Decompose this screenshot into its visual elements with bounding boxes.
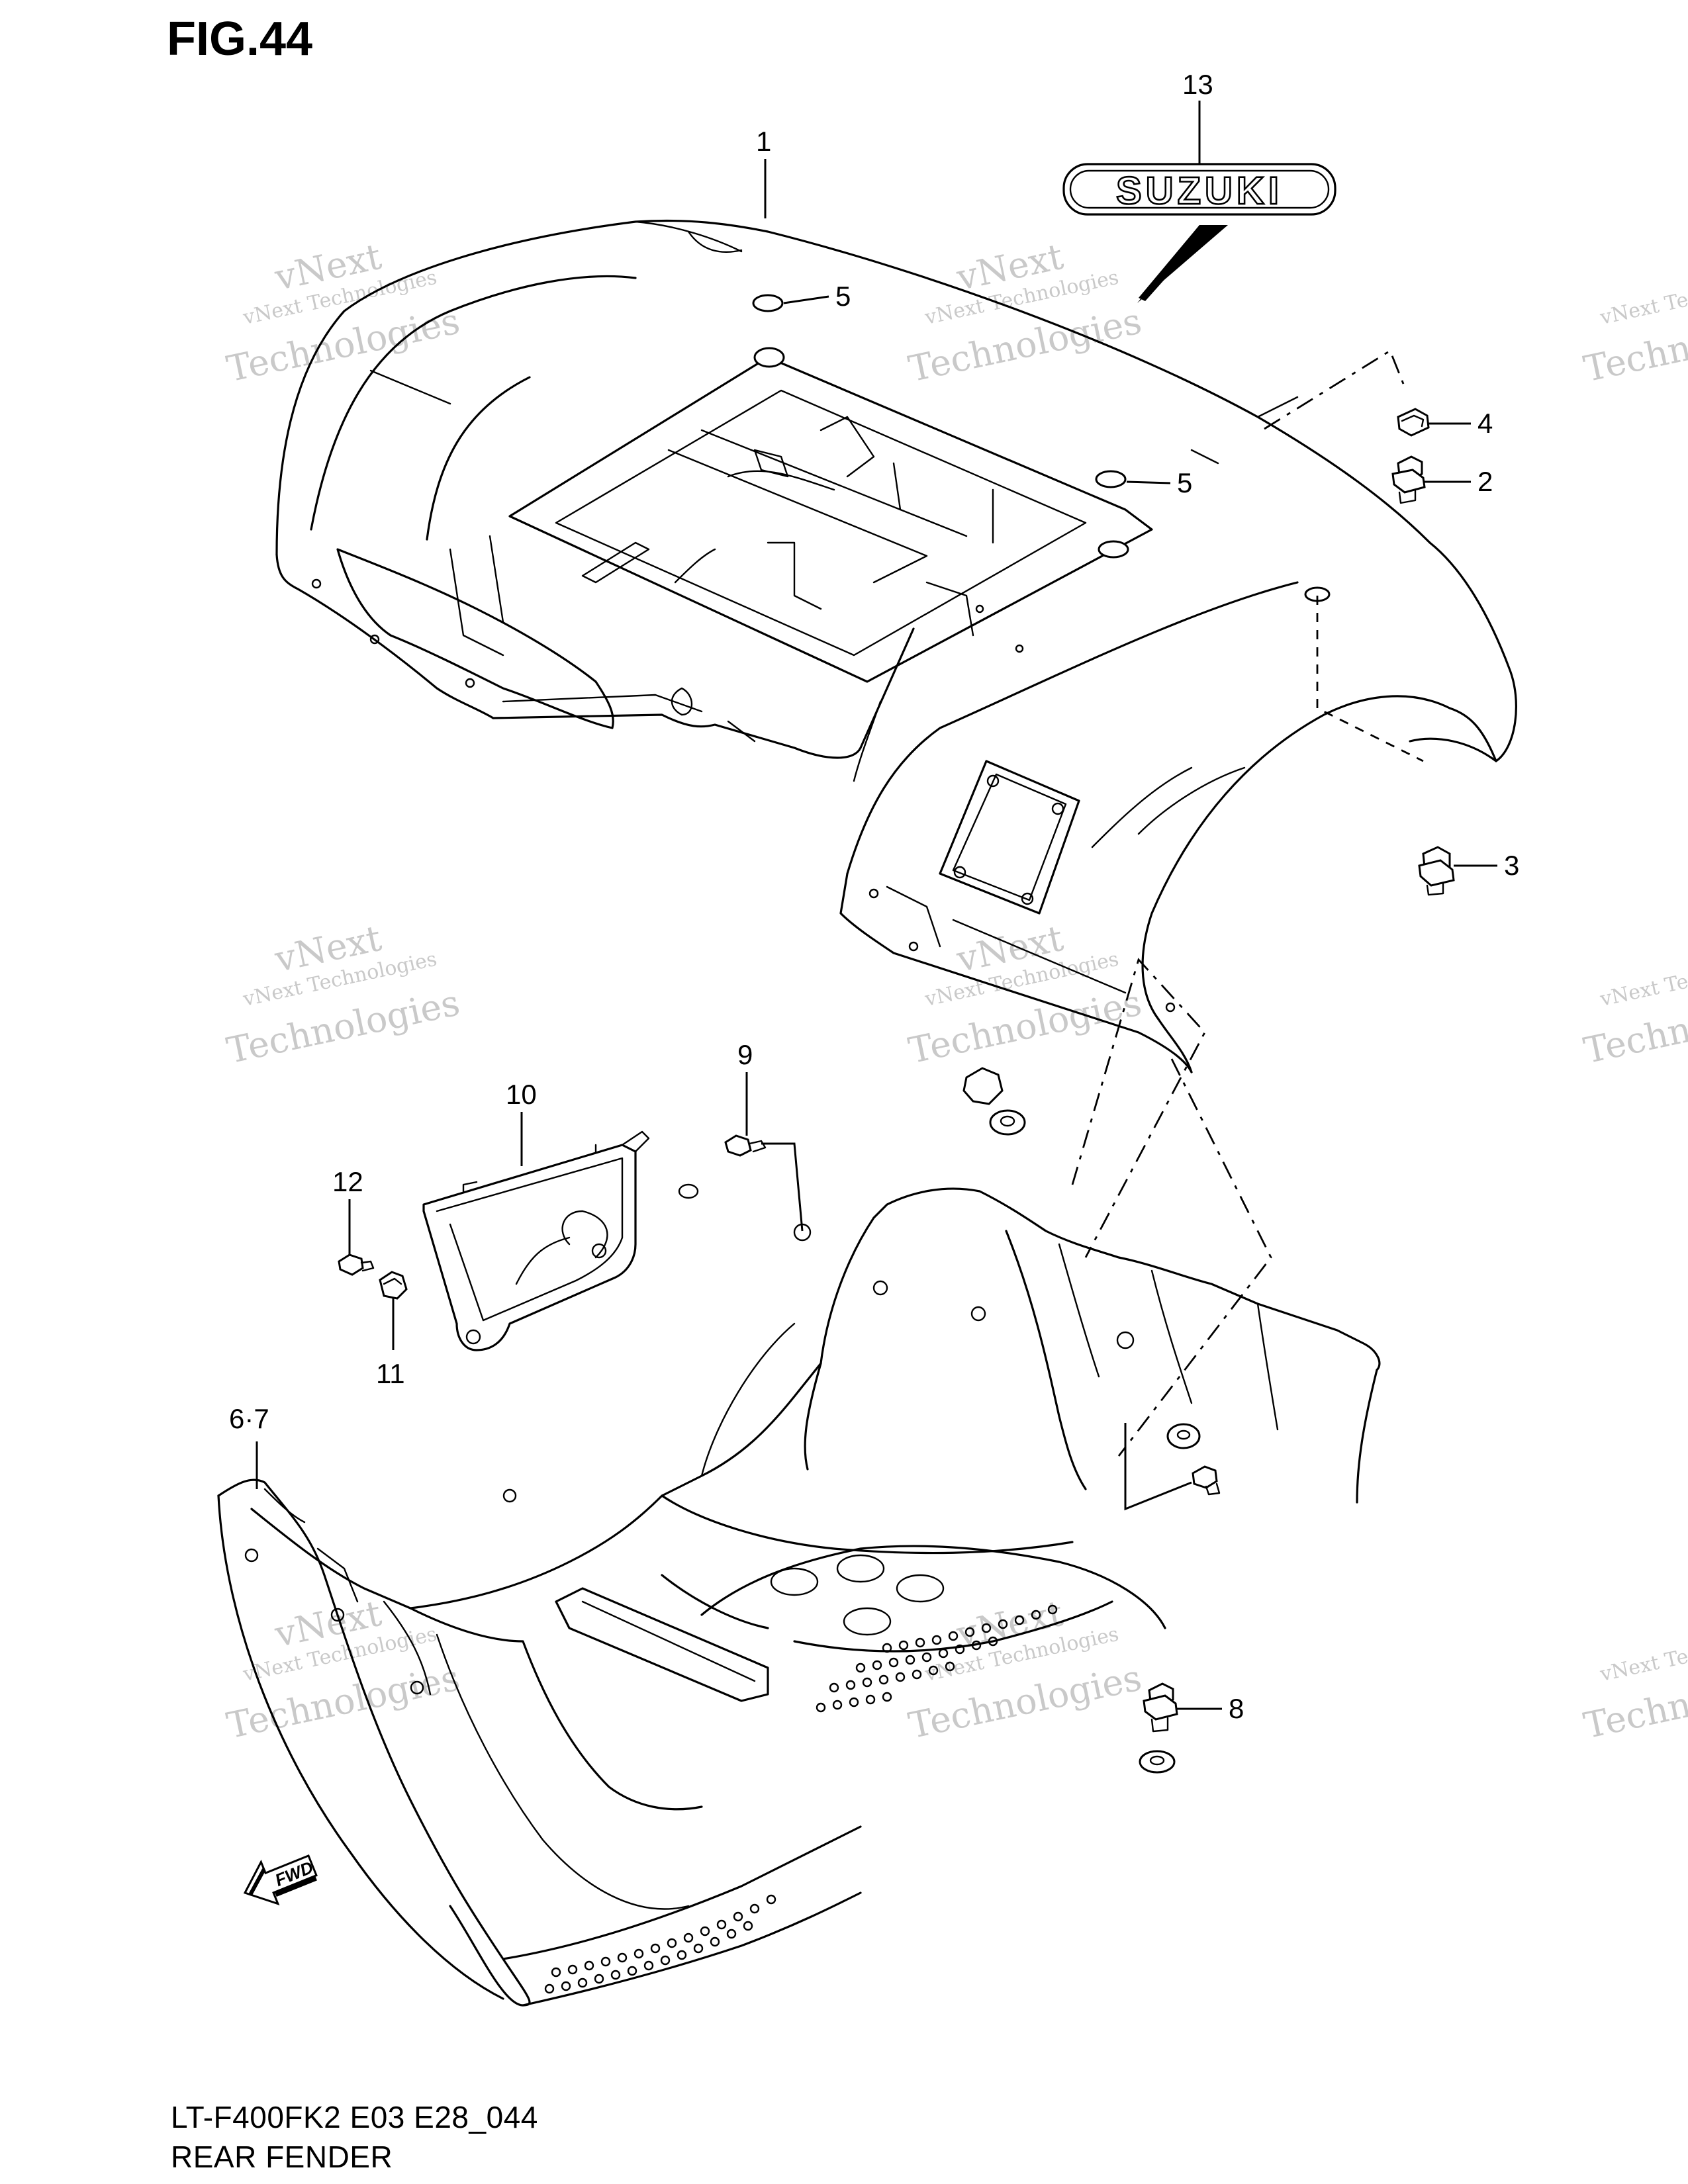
assembly-line	[761, 1142, 804, 1232]
figure-title: FIG.44	[167, 13, 313, 66]
callout-9: 9	[737, 1039, 753, 1070]
watermark: vNext Technologies vNext Technologies	[905, 917, 1145, 1072]
assembly-line	[1316, 596, 1424, 762]
assembly-line	[1071, 958, 1206, 1258]
figure-name: REAR FENDER	[171, 2140, 393, 2174]
washer-bolt-right	[1166, 1423, 1221, 1496]
screw-part-12	[338, 1253, 375, 1276]
bolt-part-8	[1139, 1682, 1178, 1774]
watermark-text: vNext Technologies	[1597, 266, 1688, 330]
callout-8: 8	[1229, 1693, 1244, 1724]
watermark: vNext Technologies Technologies	[1580, 266, 1688, 390]
callout-group: 1 13 5 5 4 2 3 9 10	[229, 69, 1519, 1724]
assembly-line	[1264, 349, 1405, 430]
rear-fender-lower	[217, 1183, 1381, 2007]
callout-13: 13	[1182, 69, 1213, 100]
callout-12: 12	[332, 1166, 363, 1197]
bolt-part-3	[1418, 846, 1455, 896]
callout-3: 3	[1504, 850, 1519, 881]
callout-5-right: 5	[1177, 467, 1192, 498]
watermark: vNext Technologies vNext Technologies	[905, 236, 1145, 390]
storage-lid	[422, 1130, 650, 1351]
assembly-line	[1117, 1058, 1272, 1457]
model-code: LT-F400FK2 E03 E28_044	[171, 2100, 538, 2134]
callout-6-7: 6·7	[229, 1403, 269, 1434]
assembly-line	[1124, 1423, 1192, 1511]
watermark: vNext Technologies Technologies	[1580, 948, 1688, 1072]
watermark-text: vNext Technologies	[1597, 1623, 1688, 1686]
callout-11: 11	[376, 1358, 405, 1389]
suzuki-emblem: SUZUKI	[1062, 163, 1336, 303]
callout-1: 1	[756, 126, 771, 157]
collar-grommet	[962, 1067, 1026, 1136]
fwd-arrow: FWD	[243, 1854, 318, 1905]
watermark: vNext Technologies vNext Technologies	[223, 236, 463, 390]
watermark-text: vNext Technologies	[1597, 948, 1688, 1011]
watermark: vNext Technologies Technologies	[1580, 1623, 1688, 1747]
nut-part-4	[1397, 408, 1430, 437]
perforation-grid	[544, 1894, 776, 1994]
callout-5-upper: 5	[835, 281, 851, 312]
callout-2: 2	[1477, 466, 1493, 497]
perforation-grid	[816, 1604, 1058, 1713]
rear-fender	[275, 219, 1517, 1073]
callout-10: 10	[506, 1079, 537, 1110]
nut-part-11	[379, 1271, 408, 1300]
rivet-part-9	[724, 1134, 767, 1157]
callout-4: 4	[1477, 408, 1493, 439]
watermark-group: vNext Technologies vNext Technologies vN…	[223, 236, 1688, 1747]
bolt-part-2	[1391, 455, 1426, 504]
watermark: vNext Technologies vNext Technologies	[223, 917, 463, 1072]
suzuki-logo-text: SUZUKI	[1116, 169, 1283, 212]
